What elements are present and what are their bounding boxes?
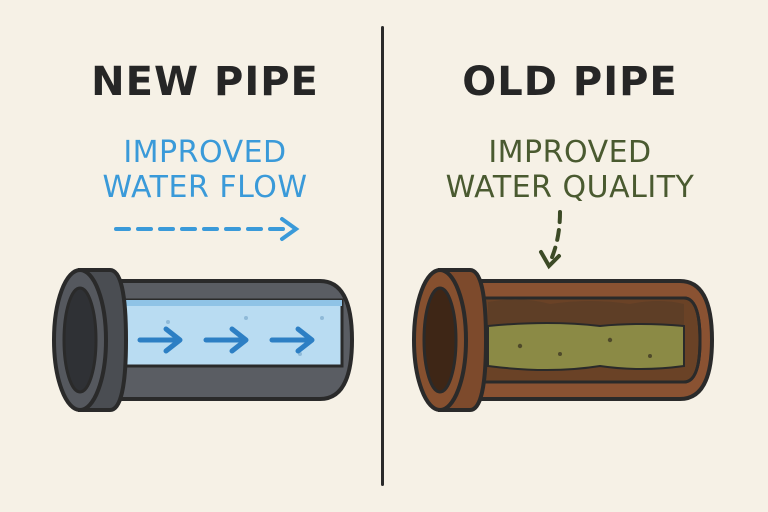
- quality-dashed-arrow: [539, 210, 562, 270]
- old-pipe-dark-deposit: [488, 299, 684, 326]
- flow-dashed-arrow: [114, 217, 300, 241]
- new-pipe-inner: [62, 286, 98, 394]
- flow-arrow-icon: [203, 326, 249, 354]
- sediment-speck: [558, 352, 562, 356]
- old-pipe-inner: [422, 286, 458, 394]
- bubble: [244, 316, 248, 320]
- flow-arrow-icon: [137, 326, 183, 354]
- new-pipe-caption-line1: IMPROVED: [123, 135, 287, 170]
- bubble: [320, 316, 324, 320]
- old-pipe-sediment: [487, 322, 685, 371]
- old-pipe-caption-line1: IMPROVED: [488, 135, 652, 170]
- new-pipe-water: [122, 298, 344, 368]
- old-pipe-title: OLD PIPE: [462, 59, 678, 105]
- sediment-speck: [648, 354, 652, 358]
- new-pipe-caption-line2: WATER FLOW: [102, 169, 308, 205]
- old-pipe-far-rim: [683, 296, 702, 384]
- old-pipe-caption: IMPROVED WATER QUALITY: [420, 135, 720, 205]
- new-pipe: [52, 268, 355, 412]
- sediment-speck: [517, 343, 523, 349]
- old-pipe-caption-line2: WATER QUALITY: [445, 169, 695, 205]
- new-pipe-caption: IMPROVED WATER FLOW: [90, 135, 320, 205]
- sediment-speck: [607, 337, 613, 343]
- new-pipe-water-shade: [124, 300, 342, 306]
- flow-arrow-icon: [269, 326, 315, 354]
- panel-divider: [381, 26, 384, 486]
- new-pipe-title: NEW PIPE: [91, 59, 319, 105]
- old-pipe: [412, 268, 715, 412]
- bubble: [166, 320, 170, 324]
